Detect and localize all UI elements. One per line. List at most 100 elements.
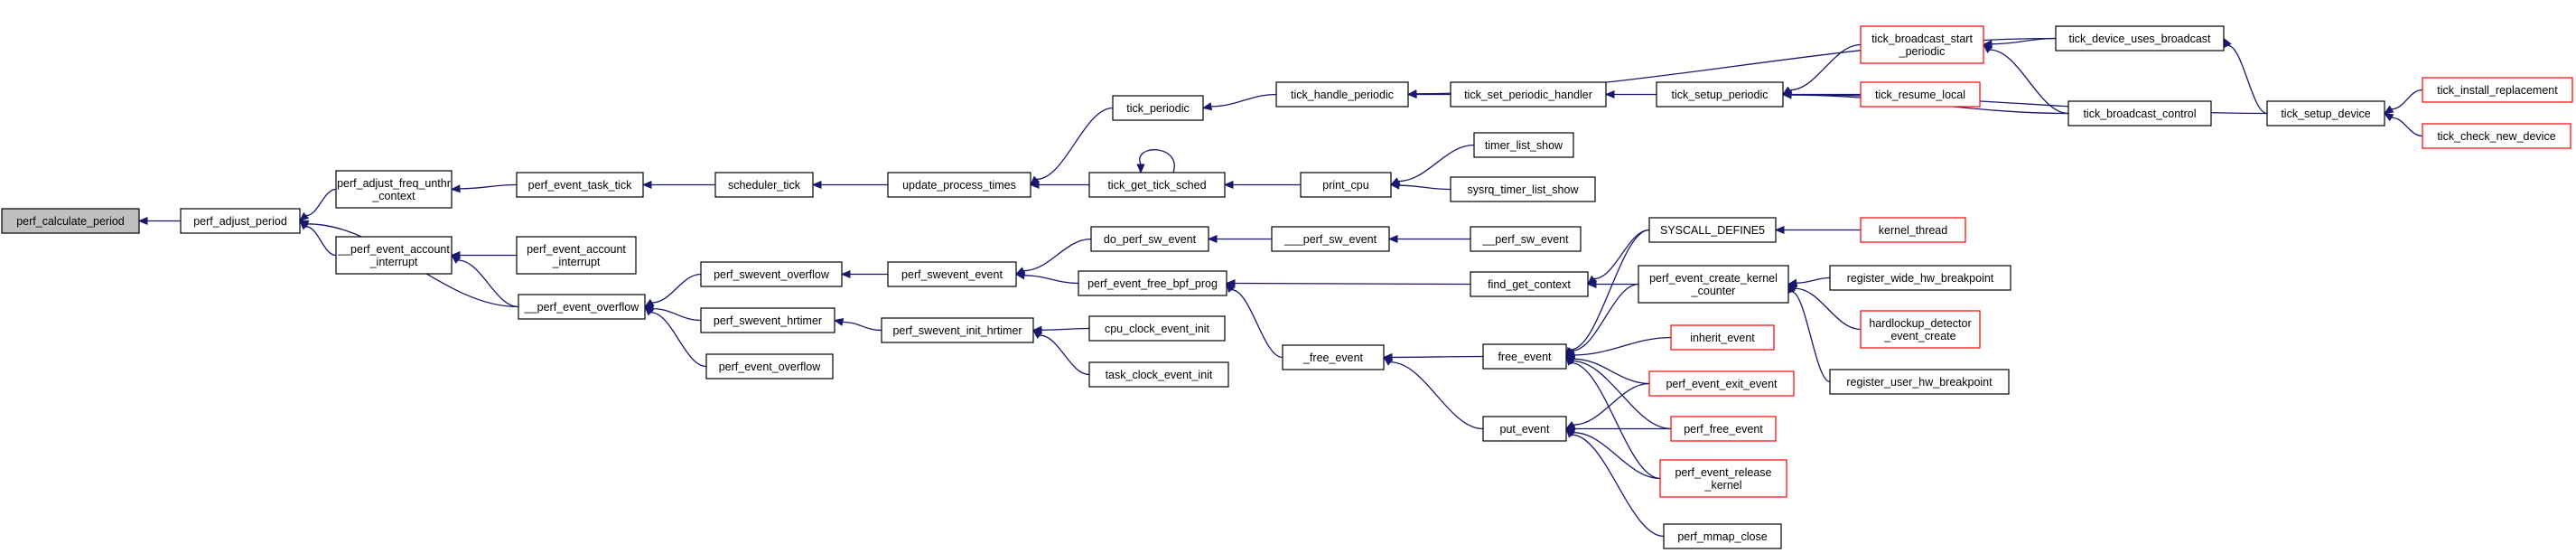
node-perf_event_exit_event[interactable]: perf_event_exit_event	[1648, 370, 1795, 397]
node-_free_event[interactable]: _free_event	[1282, 344, 1385, 370]
node-box[interactable]	[180, 208, 301, 234]
node-SYSCALL_DEFINE5[interactable]: SYSCALL_DEFINE5	[1648, 217, 1777, 243]
node-box[interactable]	[1659, 459, 1787, 498]
node-box[interactable]	[1670, 416, 1777, 442]
node-box[interactable]	[1090, 226, 1209, 252]
node-perf_event_free_bpf_prog[interactable]: perf_event_free_bpf_prog	[1078, 270, 1227, 296]
node-box[interactable]	[1829, 369, 2010, 395]
node-box[interactable]	[1450, 176, 1596, 202]
node-box[interactable]	[700, 307, 835, 333]
node-box[interactable]	[1656, 81, 1784, 108]
node-box[interactable]	[705, 353, 834, 380]
node-perf_event_task_tick[interactable]: perf_event_task_tick	[516, 172, 644, 198]
node-box[interactable]	[1470, 271, 1589, 297]
node-box[interactable]	[700, 261, 843, 287]
node-box[interactable]	[1300, 172, 1392, 198]
node-__perf_event_overflow[interactable]: __perf_event_overflow	[518, 294, 646, 320]
node-tick_check_new_device[interactable]: tick_check_new_device	[2422, 123, 2571, 149]
node-perf_event_release_kernel[interactable]: perf_event_release_kernel	[1659, 459, 1787, 498]
node-box[interactable]	[335, 236, 453, 275]
node-box[interactable]	[1860, 81, 1981, 108]
node-box[interactable]	[335, 170, 453, 209]
node-tick_setup_periodic[interactable]: tick_setup_periodic	[1656, 81, 1784, 108]
node-box[interactable]	[1648, 370, 1795, 397]
node-box[interactable]	[1275, 81, 1409, 108]
node-tick_setup_device[interactable]: tick_setup_device	[2266, 100, 2385, 127]
node-box[interactable]	[2422, 77, 2573, 103]
node-perf_free_event[interactable]: perf_free_event	[1670, 416, 1777, 442]
node-register_wide_hw_breakpoint[interactable]: register_wide_hw_breakpoint	[1829, 265, 2011, 291]
node-box[interactable]	[1, 208, 140, 234]
node-put_event[interactable]: put_event	[1482, 416, 1567, 442]
node-box[interactable]	[2266, 100, 2385, 127]
node-kernel_thread[interactable]: kernel_thread	[1860, 217, 1966, 243]
node-box[interactable]	[1860, 217, 1966, 243]
node-___perf_sw_event[interactable]: ___perf_sw_event	[1271, 226, 1390, 252]
node-tick_broadcast_control[interactable]: tick_broadcast_control	[2067, 100, 2212, 127]
node-tick_device_uses_broadcast[interactable]: tick_device_uses_broadcast	[2055, 25, 2225, 52]
node-box[interactable]	[887, 172, 1031, 198]
node-sysrq_timer_list_show[interactable]: sysrq_timer_list_show	[1450, 176, 1596, 202]
node-box[interactable]	[516, 172, 644, 198]
node-__perf_event_account_interrupt[interactable]: __perf_event_account_interrupt	[335, 236, 453, 275]
node-box[interactable]	[2055, 25, 2225, 52]
node-perf_adjust_freq_unthr_context[interactable]: perf_adjust_freq_unthr_context	[335, 170, 453, 209]
node-box[interactable]	[714, 172, 814, 198]
node-free_event[interactable]: free_event	[1482, 343, 1567, 370]
node-box[interactable]	[1482, 343, 1567, 370]
node-register_user_hw_breakpoint[interactable]: register_user_hw_breakpoint	[1829, 369, 2010, 395]
node-perf_adjust_period[interactable]: perf_adjust_period	[180, 208, 301, 234]
node-task_clock_event_init[interactable]: task_clock_event_init	[1088, 361, 1229, 388]
node-perf_mmap_close[interactable]: perf_mmap_close	[1663, 523, 1782, 549]
node-perf_swevent_overflow[interactable]: perf_swevent_overflow	[700, 261, 843, 287]
node-timer_list_show[interactable]: timer_list_show	[1473, 132, 1574, 158]
node-perf_event_account_interrupt[interactable]: perf_event_account_interrupt	[516, 236, 637, 275]
node-tick_set_periodic_handler[interactable]: tick_set_periodic_handler	[1450, 81, 1607, 108]
node-perf_event_overflow[interactable]: perf_event_overflow	[705, 353, 834, 380]
node-box[interactable]	[516, 236, 637, 275]
node-box[interactable]	[887, 261, 1017, 287]
node-tick_periodic[interactable]: tick_periodic	[1112, 95, 1204, 121]
node-box[interactable]	[1482, 416, 1567, 442]
node-box[interactable]	[881, 317, 1034, 343]
node-do_perf_sw_event[interactable]: do_perf_sw_event	[1090, 226, 1209, 252]
node-find_get_context[interactable]: find_get_context	[1470, 271, 1589, 297]
node-box[interactable]	[2067, 100, 2212, 127]
node-inherit_event[interactable]: inherit_event	[1670, 324, 1775, 351]
node-box[interactable]	[1638, 265, 1789, 304]
node-tick_resume_local[interactable]: tick_resume_local	[1860, 81, 1981, 108]
node-box[interactable]	[2422, 123, 2571, 149]
node-box[interactable]	[1860, 25, 1984, 64]
node-__perf_sw_event[interactable]: __perf_sw_event	[1470, 226, 1582, 252]
node-box[interactable]	[1663, 523, 1782, 549]
node-perf_swevent_event[interactable]: perf_swevent_event	[887, 261, 1017, 287]
node-box[interactable]	[1450, 81, 1607, 108]
node-perf_swevent_hrtimer[interactable]: perf_swevent_hrtimer	[700, 307, 835, 333]
node-cpu_clock_event_init[interactable]: cpu_clock_event_init	[1088, 315, 1226, 342]
node-scheduler_tick[interactable]: scheduler_tick	[714, 172, 814, 198]
node-box[interactable]	[1473, 132, 1574, 158]
node-perf_swevent_init_hrtimer[interactable]: perf_swevent_init_hrtimer	[881, 317, 1034, 343]
node-tick_handle_periodic[interactable]: tick_handle_periodic	[1275, 81, 1409, 108]
node-box[interactable]	[1860, 310, 1981, 349]
node-hardlockup_detector_event_create[interactable]: hardlockup_detector_event_create	[1860, 310, 1981, 349]
node-box[interactable]	[1088, 172, 1226, 198]
node-perf_event_create_kernel_counter[interactable]: perf_event_create_kernel_counter	[1638, 265, 1789, 304]
node-box[interactable]	[1670, 324, 1775, 351]
node-box[interactable]	[1088, 361, 1229, 388]
node-box[interactable]	[1112, 95, 1204, 121]
node-box[interactable]	[1282, 344, 1385, 370]
node-perf_calculate_period[interactable]: perf_calculate_period	[1, 208, 140, 234]
node-box[interactable]	[1829, 265, 2011, 291]
node-print_cpu[interactable]: print_cpu	[1300, 172, 1392, 198]
node-update_process_times[interactable]: update_process_times	[887, 172, 1031, 198]
node-tick_broadcast_start_periodic[interactable]: tick_broadcast_start_periodic	[1860, 25, 1984, 64]
node-box[interactable]	[1271, 226, 1390, 252]
node-box[interactable]	[1088, 315, 1226, 342]
node-box[interactable]	[1078, 270, 1227, 296]
node-tick_get_tick_sched[interactable]: tick_get_tick_sched	[1088, 172, 1226, 198]
node-box[interactable]	[1470, 226, 1582, 252]
node-box[interactable]	[1648, 217, 1777, 243]
node-tick_install_replacement[interactable]: tick_install_replacement	[2422, 77, 2573, 103]
node-box[interactable]	[518, 294, 646, 320]
